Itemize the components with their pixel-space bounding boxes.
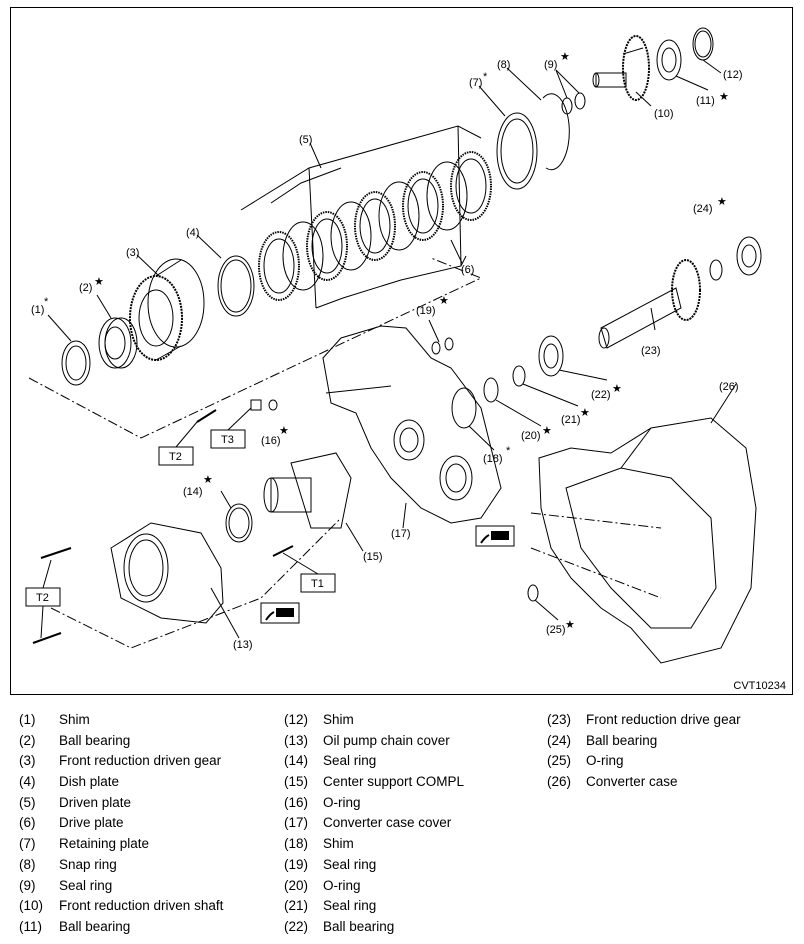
- seal-ring-part-19b: [444, 337, 454, 351]
- seal-ring-part-19a: [431, 341, 441, 355]
- exploded-view-figure: T2 T3 T1 T2 (1) * (2) ★ (3) (4) (5) (6) …: [10, 7, 793, 695]
- callout-7: (7): [469, 77, 482, 89]
- seal-ring-part-9b: [574, 92, 586, 110]
- figure-code: CVT10234: [733, 680, 786, 692]
- o-ring-part-20: [483, 377, 499, 403]
- dash-dot-line-bottom: [50, 517, 342, 649]
- callout-21: (21): [561, 414, 581, 426]
- ball-bearing-part-24: [736, 236, 762, 276]
- callout-1: (1): [31, 304, 44, 316]
- dash-dot-line-case: [530, 547, 662, 599]
- center-support-part-15: [263, 452, 352, 529]
- star-mark: ★: [94, 276, 104, 288]
- bolt-t3: [250, 399, 262, 411]
- callout-25: (25): [546, 624, 566, 636]
- ball-bearing-part-22: [538, 335, 564, 377]
- bolt-t2-top: [196, 409, 217, 423]
- asterisk-mark: *: [44, 296, 49, 308]
- bolt-t1: [272, 545, 294, 557]
- fluid-symbol-icon: [475, 525, 515, 547]
- callout-12: (12): [723, 69, 743, 81]
- callout-18: (18): [483, 453, 503, 465]
- converter-case-part-26: [538, 417, 757, 664]
- star-mark: ★: [279, 425, 289, 437]
- torque-label-t2-left: T2: [36, 592, 49, 604]
- fluid-symbol-icon: [260, 602, 300, 624]
- star-mark: ★: [439, 295, 449, 307]
- callout-3: (3): [126, 247, 139, 259]
- star-mark: ★: [717, 196, 727, 208]
- star-mark: ★: [565, 619, 575, 631]
- callout-15: (15): [363, 551, 383, 563]
- star-mark: ★: [719, 91, 729, 103]
- bolt-t2-a: [40, 547, 72, 559]
- callout-11: (11): [696, 95, 715, 107]
- callout-2: (2): [79, 282, 92, 294]
- callout-17: (17): [391, 528, 411, 540]
- star-mark: ★: [560, 51, 570, 63]
- callout-24: (24): [693, 203, 713, 215]
- front-reduction-drive-gear-part-23: [598, 259, 723, 349]
- callout-5: (5): [299, 134, 312, 146]
- plate-stack-part-5-6: [258, 151, 492, 301]
- torque-label-t3: T3: [221, 434, 234, 446]
- front-reduction-driven-gear-part-3: [129, 258, 205, 361]
- callout-4: (4): [186, 227, 199, 239]
- callout-16: (16): [261, 435, 281, 447]
- dish-plate-part-4: [217, 255, 255, 317]
- asterisk-mark: *: [483, 71, 488, 83]
- callout-19: (19): [416, 305, 436, 317]
- callout-6: (6): [461, 264, 474, 276]
- o-ring-part-25: [527, 584, 539, 602]
- callout-22: (22): [591, 389, 611, 401]
- callout-26: (26): [719, 381, 739, 393]
- seal-ring-part-21: [512, 365, 526, 387]
- bolt-t2-b: [32, 632, 62, 644]
- dash-dot-line-top: [28, 257, 483, 439]
- ball-bearing-part-11: [656, 39, 682, 81]
- callout-9: (9): [544, 59, 557, 71]
- oil-pump-chain-cover-part-13: [110, 522, 224, 624]
- shim-part-12: [692, 27, 714, 61]
- snap-ring-part-8: [542, 93, 570, 171]
- seal-ring-part-14: [225, 503, 253, 543]
- retaining-plate-part-7: [496, 112, 538, 190]
- torque-boxes: [25, 407, 336, 639]
- callout-23: (23): [641, 345, 661, 357]
- star-mark: ★: [542, 425, 552, 437]
- converter-case-cover-part-17: [322, 325, 502, 524]
- torque-label-t1: T1: [311, 578, 324, 590]
- callout-13: (13): [233, 639, 253, 651]
- callout-14: (14): [183, 486, 203, 498]
- star-mark: ★: [612, 383, 622, 395]
- shim-part-18: [451, 387, 477, 429]
- star-mark: ★: [580, 407, 590, 419]
- callout-10: (10): [654, 108, 674, 120]
- o-ring-part-16: [268, 399, 278, 411]
- star-mark: ★: [203, 474, 213, 486]
- front-reduction-driven-shaft-part-10: [592, 35, 650, 101]
- exploded-view-drawing: T2 T3 T1 T2 (1) * (2) ★ (3) (4) (5) (6) …: [25, 27, 762, 664]
- ball-bearing-part-2: [98, 317, 138, 369]
- asterisk-mark: *: [506, 445, 511, 457]
- callout-8: (8): [497, 59, 510, 71]
- callout-20: (20): [521, 430, 541, 442]
- shim-part-1: [61, 340, 91, 386]
- torque-label-t2-top: T2: [169, 451, 182, 463]
